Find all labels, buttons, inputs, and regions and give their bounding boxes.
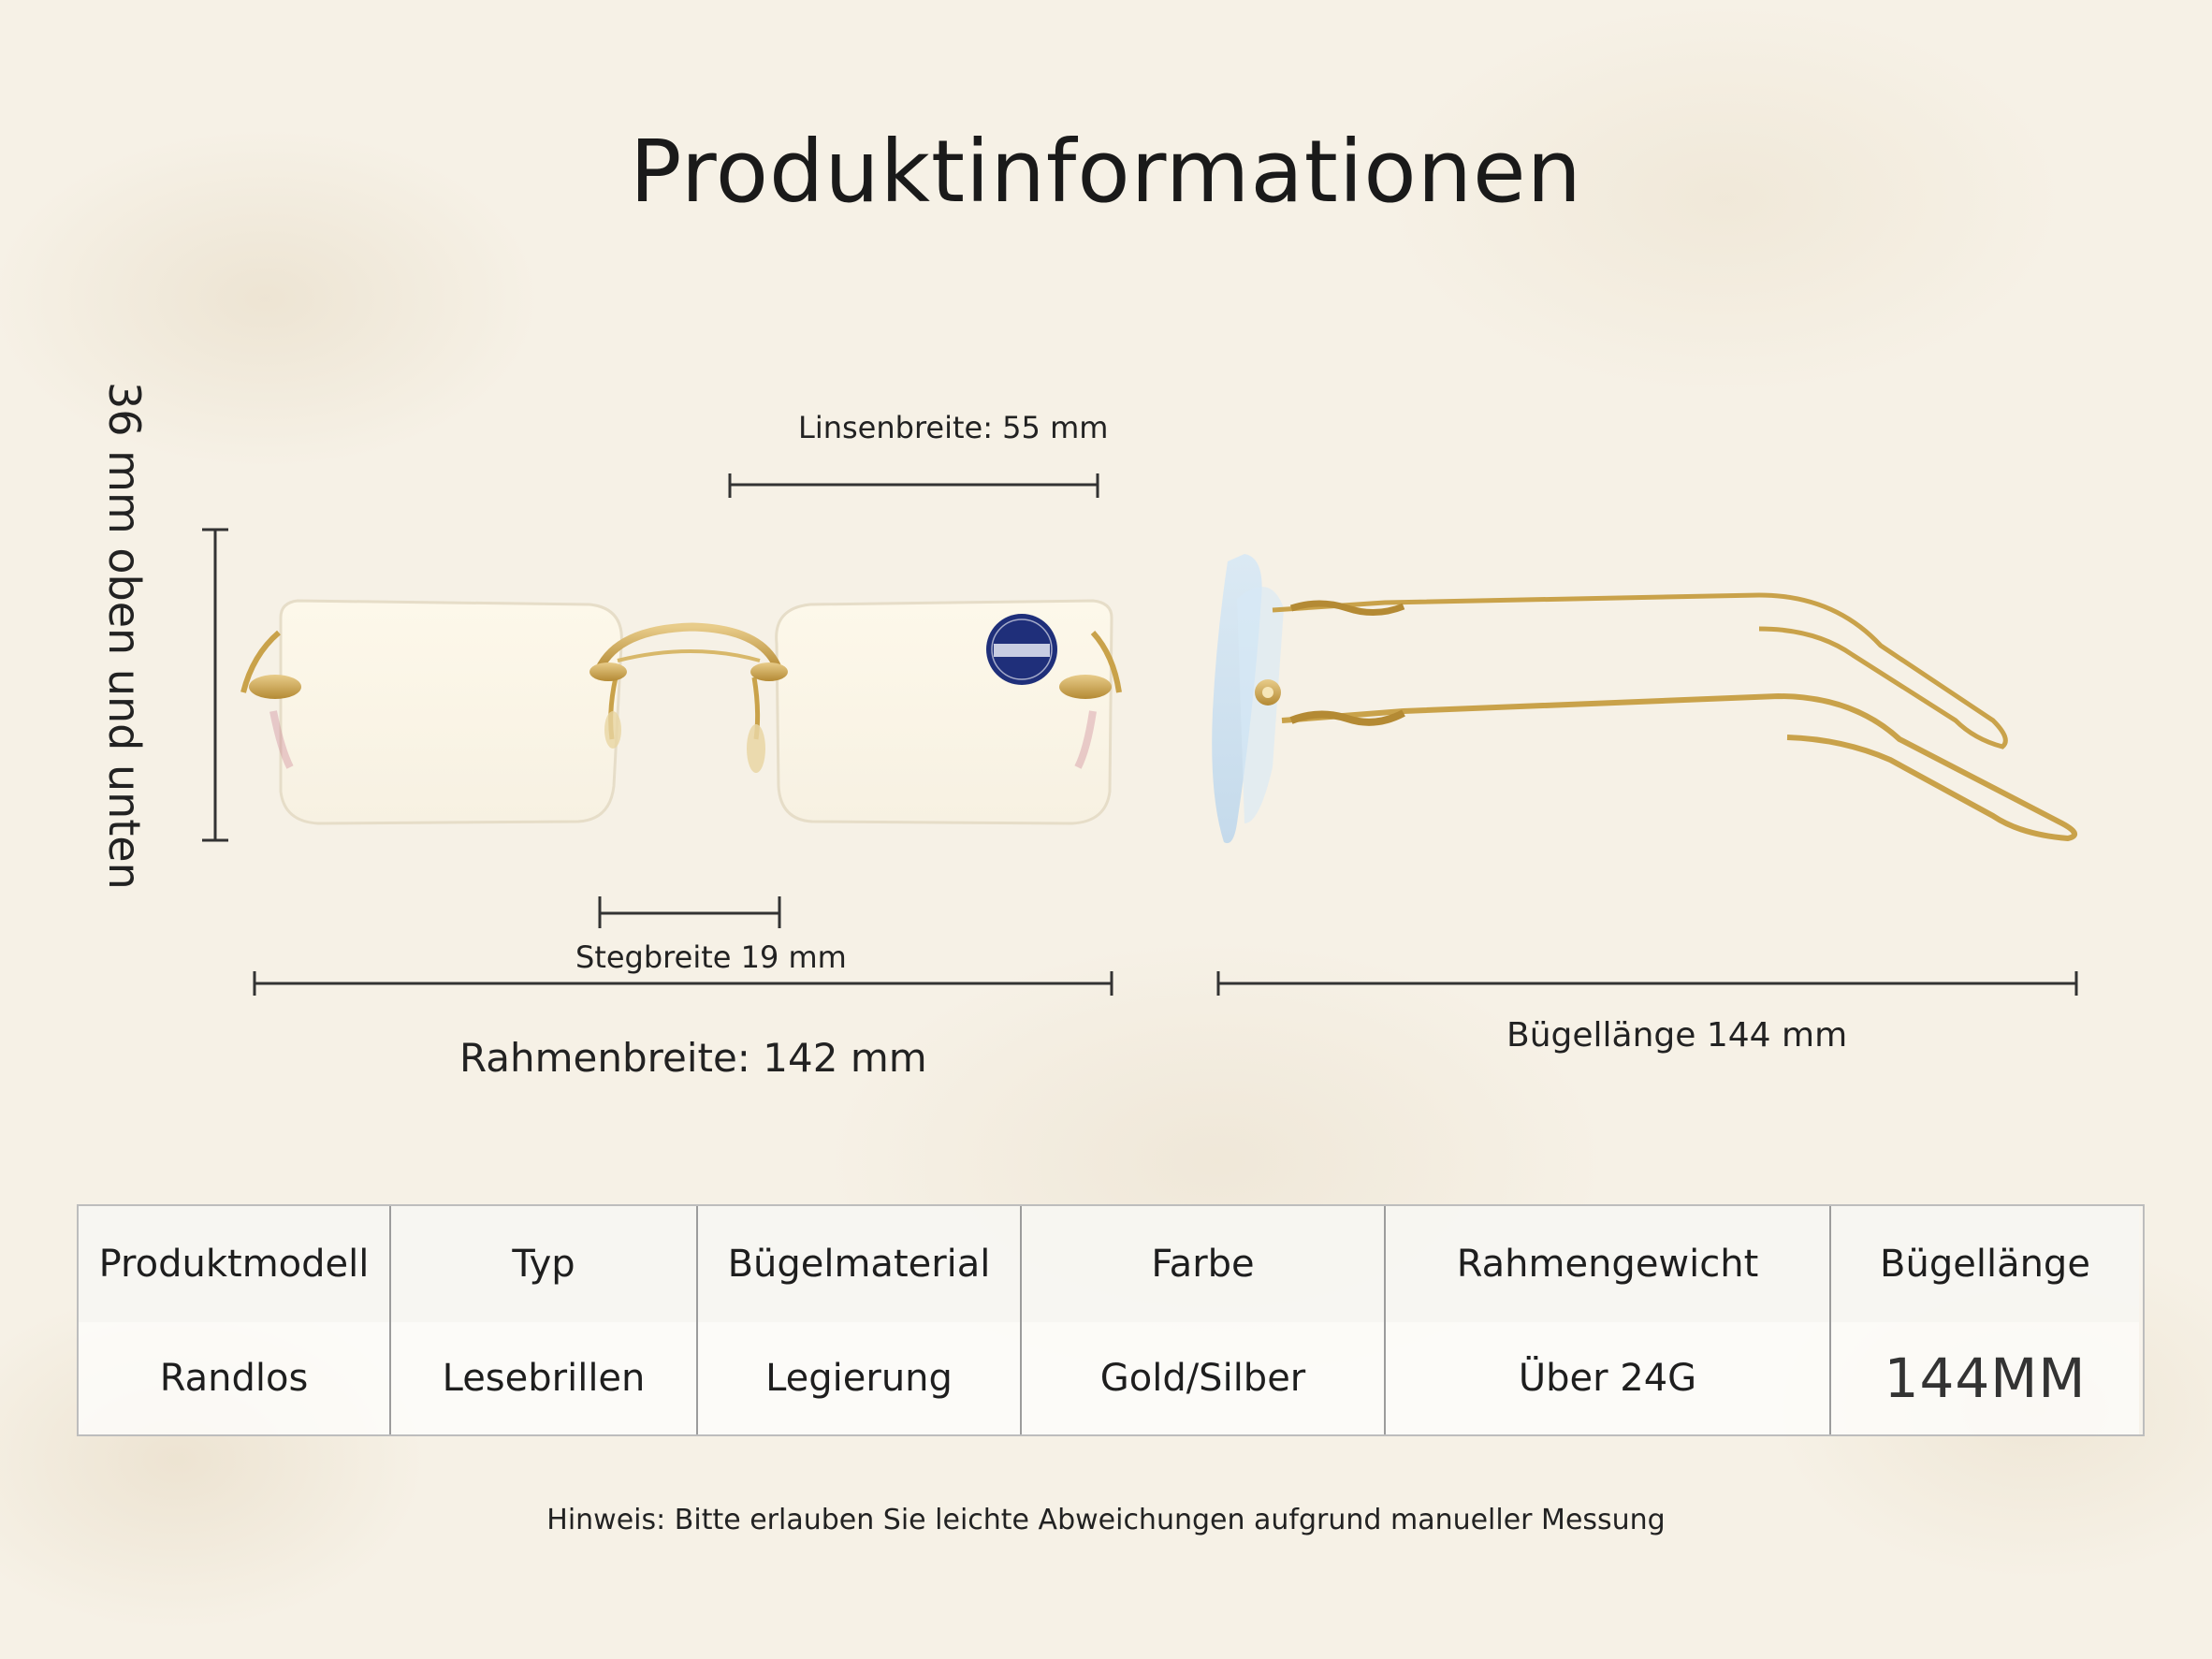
bridge-width-label: Stegbreite 19 mm: [575, 939, 847, 975]
front-view-glasses: [240, 599, 1122, 825]
spec-col-material: Bügelmaterial Legierung: [698, 1206, 1022, 1434]
page-title: Produktinformationen: [630, 122, 1582, 222]
bridge-width-line: [598, 896, 781, 928]
spec-col-temple-length: Bügellänge 144MM: [1831, 1206, 2139, 1434]
frame-width-line: [253, 971, 1113, 996]
frame-width-label: Rahmenbreite: 142 mm: [459, 1035, 927, 1081]
upper-temple: [1272, 592, 2008, 749]
spec-table: Produktmodell Randlos Typ Lesebrillen Bü…: [77, 1204, 2145, 1436]
spec-value-type: Lesebrillen: [391, 1322, 696, 1434]
spec-col-type: Typ Lesebrillen: [391, 1206, 698, 1434]
lens-height-line: [202, 528, 228, 842]
lower-temple: [1281, 692, 2078, 842]
temple-length-label: Bügellänge 144 mm: [1506, 1016, 1848, 1055]
spec-header-temple-length: Bügellänge: [1831, 1206, 2139, 1322]
spec-value-material: Legierung: [698, 1322, 1020, 1434]
spec-col-color: Farbe Gold/Silber: [1022, 1206, 1386, 1434]
measurement-note: Hinweis: Bitte erlauben Sie leichte Abwe…: [546, 1504, 1666, 1536]
spec-header-type: Typ: [391, 1206, 696, 1322]
lens-width-label: Linsenbreite: 55 mm: [798, 410, 1109, 445]
lens-badge: [986, 614, 1057, 685]
right-lens: [775, 599, 1113, 825]
spec-header-weight: Rahmengewicht: [1386, 1206, 1829, 1322]
left-lens: [279, 599, 623, 825]
spec-header-material: Bügelmaterial: [698, 1206, 1020, 1322]
side-view-glasses: [1212, 554, 2078, 844]
spec-col-model: Produktmodell Randlos: [79, 1206, 391, 1434]
spec-header-model: Produktmodell: [79, 1206, 389, 1322]
spec-col-weight: Rahmengewicht Über 24G: [1386, 1206, 1831, 1434]
lens-width-line: [728, 473, 1099, 498]
spec-value-weight: Über 24G: [1386, 1322, 1829, 1434]
bridge: [594, 622, 783, 673]
spec-value-temple-length: 144MM: [1831, 1322, 2139, 1434]
spec-header-color: Farbe: [1022, 1206, 1384, 1322]
temple-length-line: [1216, 971, 2078, 996]
spec-value-model: Randlos: [79, 1322, 389, 1434]
spec-value-color: Gold/Silber: [1022, 1322, 1384, 1434]
